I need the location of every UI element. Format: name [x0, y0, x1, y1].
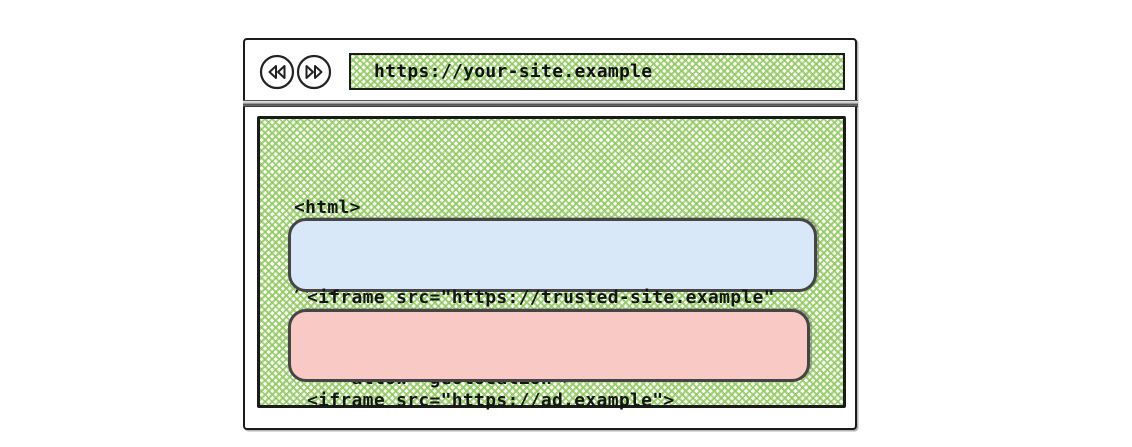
ad-iframe-code: <iframe src="https://ad.example">	[307, 333, 675, 447]
page-content: <html> // your-site.example code <iframe…	[257, 116, 846, 411]
ad-iframe-box: <iframe src="https://ad.example">	[288, 309, 810, 411]
ad-iframe-code-line: <iframe src="https://ad.example">	[307, 390, 675, 411]
page-code-line: <html>	[294, 197, 361, 218]
browser-window: https://your-site.example <html> // your…	[242, 38, 858, 430]
trusted-iframe-code-line: <iframe src="https://trusted-site.exampl…	[307, 287, 775, 308]
url-text: https://your-site.example	[374, 61, 653, 82]
browser-chrome: https://your-site.example	[242, 40, 858, 107]
back-button[interactable]	[259, 54, 295, 90]
address-bar[interactable]: https://your-site.example	[349, 53, 845, 90]
forward-icon	[296, 54, 332, 90]
back-icon	[259, 54, 295, 90]
forward-button[interactable]	[296, 54, 332, 90]
chrome-divider	[242, 100, 858, 107]
trusted-iframe-box: <iframe src="https://trusted-site.exampl…	[288, 218, 817, 389]
